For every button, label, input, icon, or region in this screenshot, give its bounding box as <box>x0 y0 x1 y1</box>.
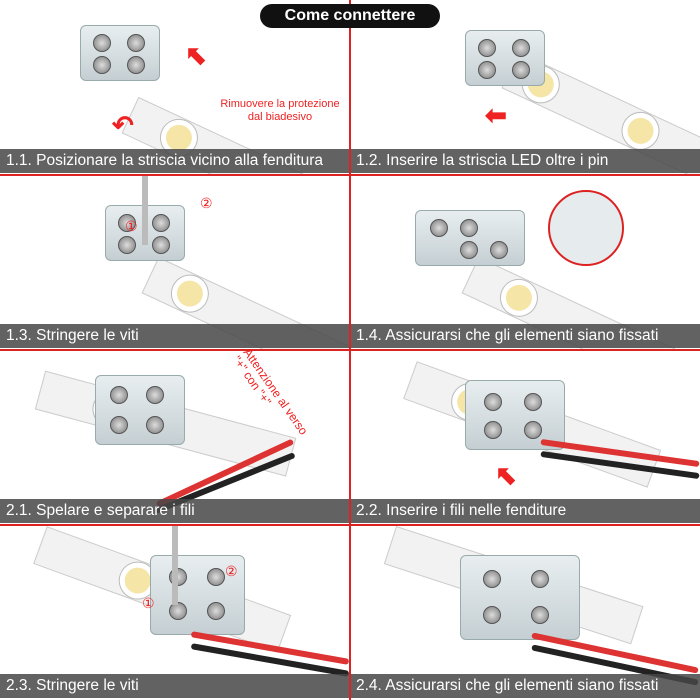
connector <box>80 25 160 81</box>
zoom-detail <box>548 190 624 266</box>
marker-2: ② <box>200 195 213 211</box>
caption: 2.4. Assicurarsi che gli elementi siano … <box>350 674 700 698</box>
step-2-3: ① ② 2.3. Stringere le viti <box>0 525 350 700</box>
divider <box>0 174 700 176</box>
marker-1: ① <box>142 595 155 611</box>
step-1-4: 1.4. Assicurarsi che gli elementi siano … <box>350 175 700 350</box>
caption: 2.1. Spelare e separare i fili <box>0 499 350 523</box>
step-2-2: ⬉ 2.2. Inserire i fili nelle fenditure <box>350 350 700 525</box>
rotate-arrow-icon: ↶ <box>112 110 134 140</box>
connector <box>465 30 545 86</box>
divider <box>0 524 700 526</box>
arrow-icon: ⬉ <box>185 40 207 70</box>
page-title: Come connettere <box>260 4 440 28</box>
caption: 1.4. Assicurarsi che gli elementi siano … <box>350 324 700 348</box>
caption: 1.2. Inserire la striscia LED oltre i pi… <box>350 149 700 173</box>
divider <box>0 349 700 351</box>
caption: 1.3. Stringere le viti <box>0 324 350 348</box>
caption: 2.2. Inserire i fili nelle fenditure <box>350 499 700 523</box>
step-1-3: ① ② 1.3. Stringere le viti <box>0 175 350 350</box>
step-1-2: ⬅ 1.2. Inserire la striscia LED oltre i … <box>350 0 700 175</box>
marker-1: ① <box>125 218 138 234</box>
step-2-4: 2.4. Assicurarsi che gli elementi siano … <box>350 525 700 700</box>
screwdriver <box>142 175 148 245</box>
arrow-icon: ⬅ <box>485 100 507 130</box>
arrow-icon: ⬉ <box>495 460 517 490</box>
step-1-1: ⬉ ↶ Rimuovere la protezione dal biadesiv… <box>0 0 350 175</box>
step-2-1: Attenzione al verso "+" con "+" 2.1. Spe… <box>0 350 350 525</box>
caption: 1.1. Posizionare la striscia vicino alla… <box>0 149 350 173</box>
note: Rimuovere la protezione dal biadesivo <box>220 98 340 123</box>
caption: 2.3. Stringere le viti <box>0 674 350 698</box>
marker-2: ② <box>225 563 238 579</box>
